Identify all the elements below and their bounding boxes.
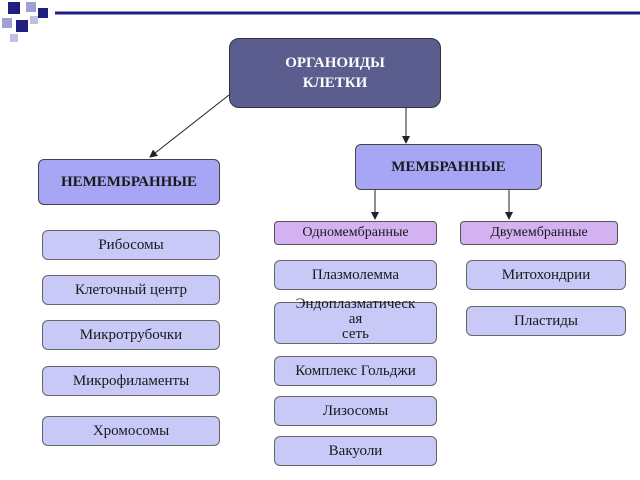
item-plastids: Пластиды [466,306,626,336]
item-ribosomes: Рибосомы [42,230,220,260]
root-line-1: ОРГАНОИДЫ [285,55,385,71]
er-line-1: Эндоплазматическ [295,295,416,312]
deco-square [16,20,28,32]
item-vacuoles: Вакуоли [274,436,437,466]
root-node: ОРГАНОИДЫ КЛЕТКИ [229,38,441,108]
item-golgi-complex: Комплекс Гольджи [274,356,437,386]
er-line-2: ая [348,310,363,327]
nonmembrane-category: НЕМЕМБРАННЫЕ [38,159,220,205]
er-line-3: сеть [342,325,369,342]
deco-square [38,8,48,18]
item-chromosomes: Хромосомы [42,416,220,446]
item-mitochondria: Митохондрии [466,260,626,290]
single-membrane-subcategory: Одномембранные [274,221,437,245]
membrane-category: МЕМБРАННЫЕ [355,144,542,190]
item-microfilaments: Микрофиламенты [42,366,220,396]
item-endoplasmic-reticulum: Эндоплазматическ ая сеть [274,296,437,344]
deco-square [2,18,12,28]
deco-square [8,2,20,14]
item-microtubules: Микротрубочки [42,320,220,350]
deco-square [26,2,36,12]
deco-square [10,34,18,42]
item-cell-center: Клеточный центр [42,275,220,305]
root-line-2: КЛЕТКИ [302,75,368,91]
item-plasmalemma: Плазмолемма [274,260,437,290]
top-decorative-line [55,11,640,15]
double-membrane-subcategory: Двумембранные [460,221,618,245]
item-lysosomes: Лизосомы [274,396,437,426]
arrow-root-to-nonmembrane [149,94,230,158]
deco-square [30,16,38,24]
